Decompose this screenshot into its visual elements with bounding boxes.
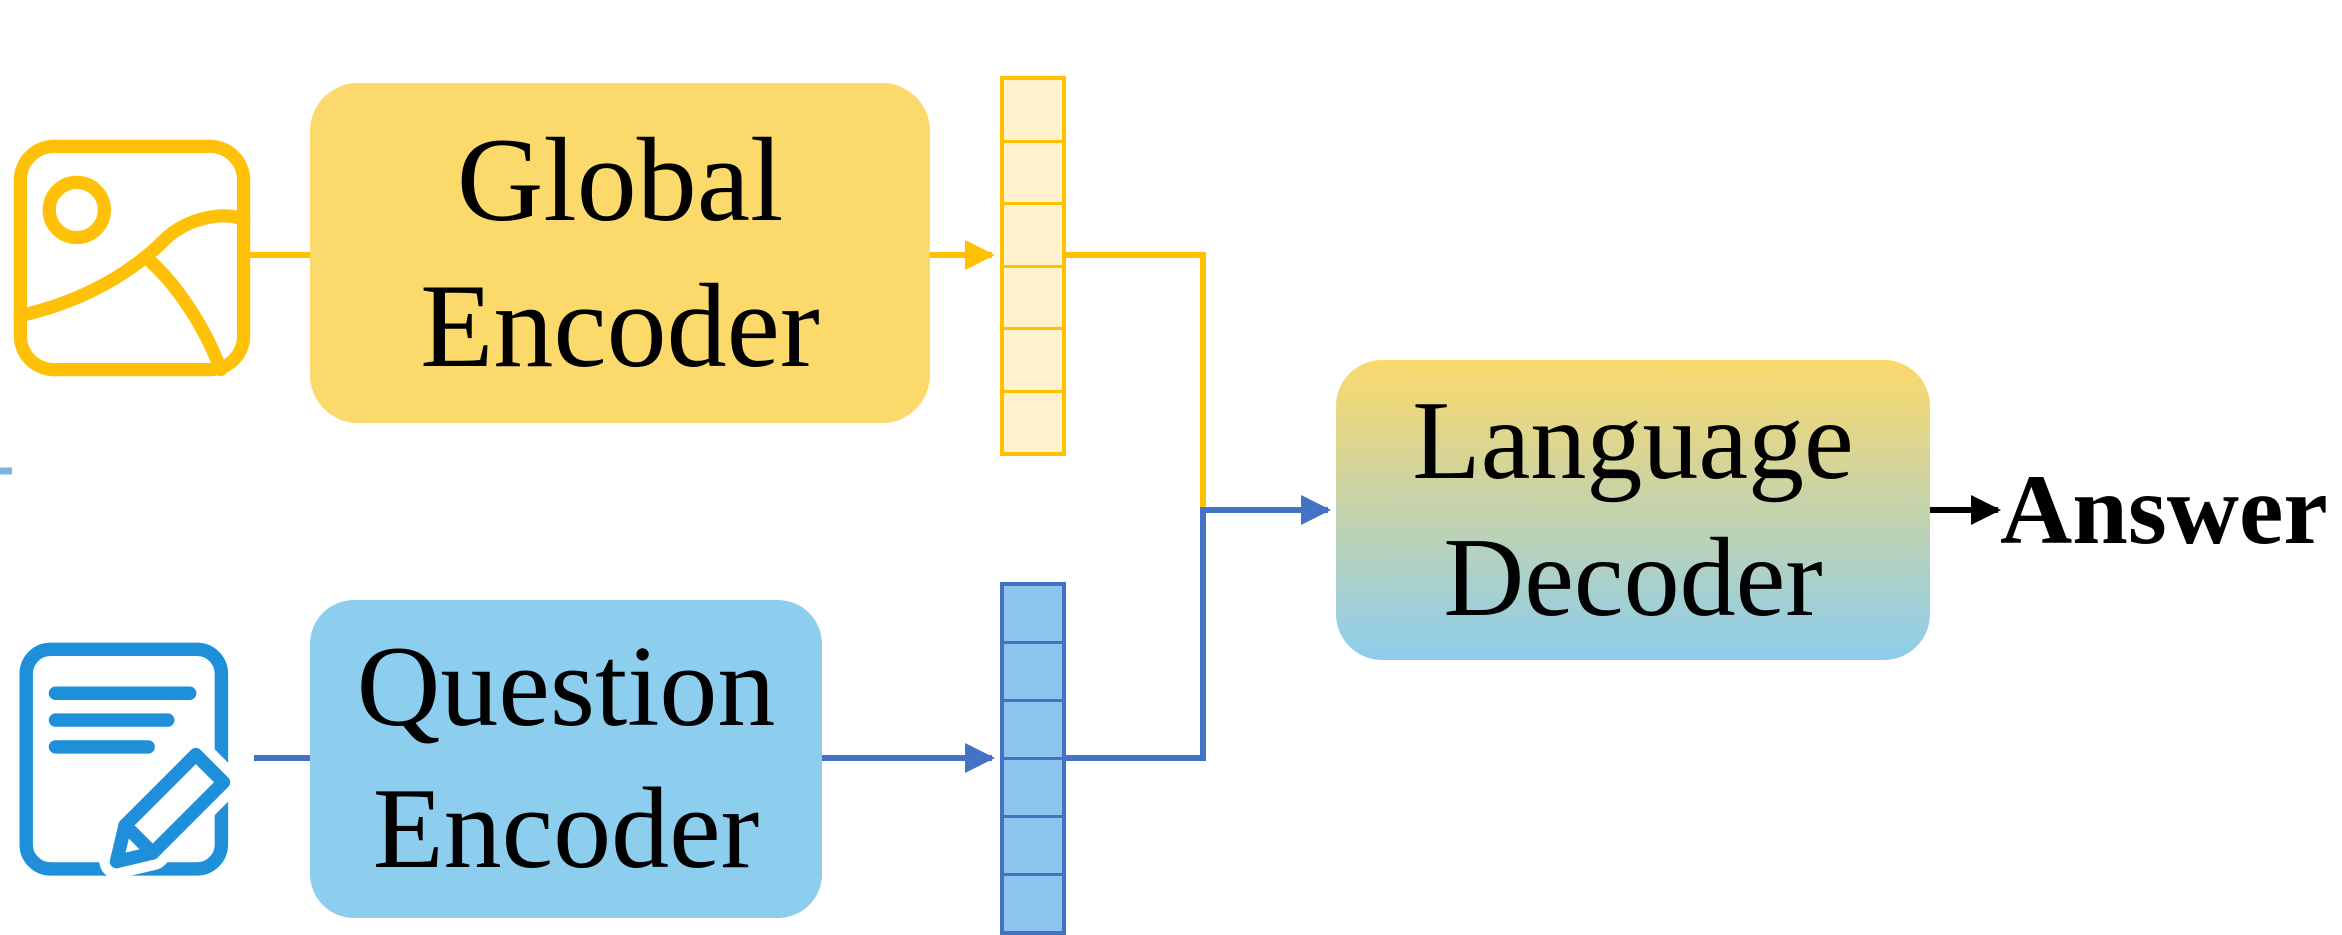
image-icon — [13, 139, 251, 377]
question-token-column — [1000, 582, 1066, 935]
connector-tokens-to-language-decoder — [1066, 495, 1331, 761]
token-cell — [1004, 586, 1062, 641]
language-decoder-label: Language Decoder — [1412, 379, 1854, 640]
global-encoder-label: Global Encoder — [420, 112, 820, 392]
token-cell — [1004, 641, 1062, 699]
answer-label: Answer — [2000, 454, 2328, 565]
token-cell — [1004, 757, 1062, 815]
token-cell — [1004, 264, 1062, 328]
token-cell — [1004, 139, 1062, 203]
language-decoder-box: Language Decoder — [1336, 360, 1930, 660]
token-cell — [1004, 327, 1062, 390]
image-icon-frame — [13, 139, 251, 377]
question-encoder-label: Question Encoder — [356, 623, 776, 893]
token-cell — [1004, 699, 1062, 757]
pencil-icon — [99, 737, 241, 879]
question-encoder-box: Question Encoder — [310, 600, 822, 918]
token-cell — [1004, 202, 1062, 265]
image-icon-hill — [13, 209, 251, 323]
image-icon-sun — [42, 175, 111, 245]
pencil-ferrule — [118, 818, 160, 860]
document-pencil-icon — [19, 642, 241, 879]
image-icon-slope — [139, 251, 228, 377]
global-encoder-box: Global Encoder — [310, 83, 930, 423]
token-cell — [1004, 815, 1062, 873]
global-token-column — [1000, 76, 1066, 456]
token-cell — [1004, 80, 1062, 140]
connector-global-tokens-to-junction — [1066, 252, 1206, 508]
token-cell — [1004, 873, 1062, 931]
token-cell — [1004, 389, 1062, 453]
